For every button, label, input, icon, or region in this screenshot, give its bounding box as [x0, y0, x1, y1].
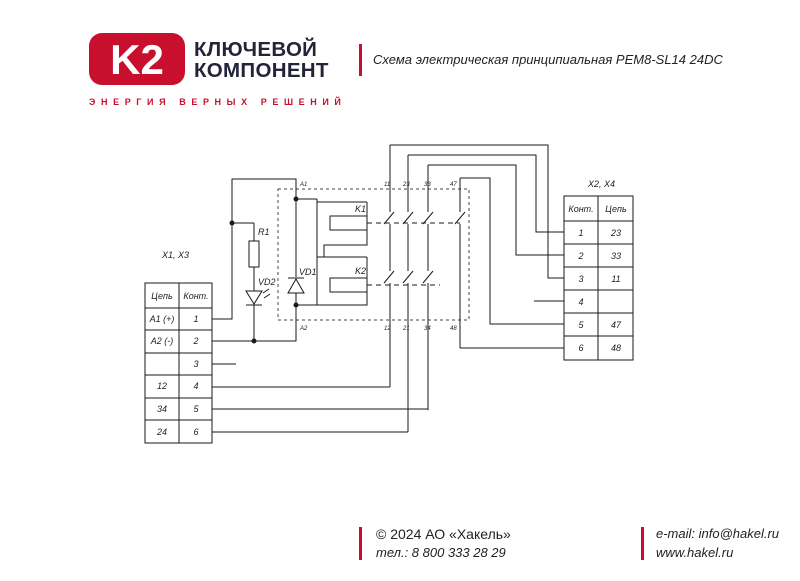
right-table-cell: 23: [610, 228, 621, 238]
brand-tagline: ЭНЕРГИЯ ВЕРНЫХ РЕШЕНИЙ: [89, 97, 347, 107]
right-table-cell: 48: [611, 343, 621, 353]
left-table-cell: 3: [193, 359, 198, 369]
left-table-header: Цепь: [151, 291, 173, 301]
terminal-a2: A2: [299, 326, 308, 332]
right-table-cell: 33: [611, 251, 621, 261]
resistor-r1: [248, 240, 260, 268]
terminal-top: 11: [384, 182, 390, 188]
terminal-top: 47: [450, 182, 457, 188]
footer-copyright: © 2024 АО «Хакель»: [376, 526, 511, 542]
terminal-bottom: 12: [384, 326, 391, 332]
relay-enclosure: [277, 188, 470, 321]
coil-k1: [329, 215, 368, 231]
right-table-cell: 4: [578, 297, 583, 307]
footer-phone: тел.: 8 800 333 28 29: [376, 545, 506, 560]
junction-dot: [293, 302, 299, 308]
left-terminal-table: [144, 282, 213, 444]
right-table-cell: 2: [577, 251, 583, 261]
label-r1: R1: [258, 227, 270, 237]
right-table-cell: 3: [578, 274, 583, 284]
right-terminal-table: [563, 195, 634, 361]
right-table-cell: 6: [578, 343, 583, 353]
junction-dot: [229, 220, 235, 226]
left-table-cell: 2: [192, 336, 198, 346]
left-table-cell: A2 (-): [150, 336, 174, 346]
label-k2: K2: [355, 266, 366, 276]
left-table-cell: 4: [193, 381, 198, 391]
left-table-cell: 6: [193, 427, 198, 437]
label-k1: K1: [355, 204, 366, 214]
document-title: Схема электрическая принципиальная РЕМ8-…: [373, 52, 723, 67]
left-table-cell: 24: [156, 427, 167, 437]
junction-dot: [293, 196, 299, 202]
footer-website[interactable]: www.hakel.ru: [656, 545, 734, 560]
right-table-cell: 47: [611, 320, 622, 330]
left-table-cell: 1: [193, 314, 198, 324]
right-table-caption: X2, X4: [587, 179, 615, 189]
terminal-bottom: 48: [450, 326, 457, 332]
led-vd2: [245, 290, 263, 305]
right-table-header: Цепь: [605, 204, 627, 214]
footer-divider: [641, 527, 644, 560]
coil-k2: [329, 277, 368, 293]
brand-name-line2: КОМПОНЕНТ: [194, 59, 329, 82]
left-table-cell: 34: [157, 404, 167, 414]
footer-divider: [359, 527, 362, 560]
junction-dot: [251, 338, 257, 344]
terminal-top: 33: [424, 182, 431, 188]
label-vd1: VD1: [299, 267, 317, 277]
terminal-bottom: 21: [402, 326, 410, 332]
right-table-header: Конт.: [568, 204, 593, 214]
left-table-caption: X1, X3: [161, 250, 189, 260]
left-table-cell: A1 (+): [149, 314, 175, 324]
left-table-cell: 12: [157, 381, 167, 391]
brand-name-line1: КЛЮЧЕВОЙ: [194, 38, 318, 61]
svg-text:K2: K2: [110, 36, 164, 83]
terminal-bottom: 34: [424, 326, 431, 332]
header-divider: [359, 44, 362, 76]
right-table-cell: 5: [578, 320, 584, 330]
right-table-cell: 1: [578, 228, 583, 238]
footer-email[interactable]: e-mail: info@hakel.ru: [656, 526, 780, 541]
left-table-header: Конт.: [183, 291, 208, 301]
left-table-cell: 5: [193, 404, 199, 414]
terminal-top: 23: [402, 182, 410, 188]
label-vd2: VD2: [258, 277, 276, 287]
terminal-a1: A1: [299, 182, 307, 188]
diode-vd1: [287, 277, 305, 294]
right-table-cell: 11: [611, 274, 620, 284]
k2-logo: K2: [89, 33, 185, 85]
